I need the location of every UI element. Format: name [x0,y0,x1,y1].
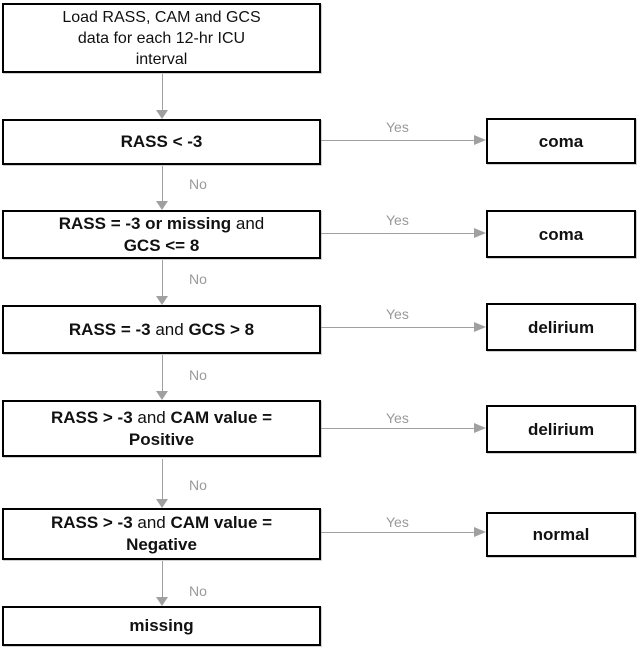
decision-rass-gt-minus3-cam-positive: RASS > -3 and CAM value =Positive [2,400,321,457]
outcome-normal: normal [486,512,636,557]
arrow-d5-to-normal-head-icon [474,527,486,537]
arrow-d5-to-missing-head-icon [156,597,168,606]
node-text-line: Negative [126,535,197,554]
arrow-d1-to-d2-head-icon [156,201,168,210]
node-text-line: missing [129,616,194,635]
node-text-line: Load RASS, CAM and GCS [62,8,261,26]
node-text-line: Positive [128,429,195,449]
node-text-line: RASS > -3 and CAM value = [50,513,273,532]
outcome-delirium-1-label: delirium [527,317,595,337]
yes-label-3: Yes [386,306,409,322]
arrow-d4-to-delirium-head-icon [474,423,486,433]
node-text-line: interval [135,50,188,68]
arrow-d2-to-coma-head-icon [474,228,486,238]
node-text-line: RASS > -3 and CAM value = [50,407,273,427]
node-text-line: RASS = -3 or missing and [58,213,265,233]
outcome-coma-1: coma [486,118,636,164]
decision-rass-gt-minus3-cam-negative: RASS > -3 and CAM value = Negative [2,508,321,560]
arrow-d5-to-normal-line [321,532,474,533]
arrow-d3-to-d4-line [162,355,163,391]
decision-rass-lt-minus3: RASS < -3 [2,119,321,165]
node-text-line: RASS = -3 and GCS > 8 [68,319,255,339]
node-text-line: data for each 12-hr ICU [77,29,246,47]
load-data-box: Load RASS, CAM and GCS data for each 12-h… [2,3,321,73]
no-label-3: No [189,367,207,383]
arrow-d4-to-delirium-line [321,428,474,429]
arrow-d2-to-d3-line [162,260,163,296]
no-label-5: No [189,583,207,599]
no-label-2: No [189,271,207,287]
yes-label-5: Yes [386,514,409,530]
arrow-d4-to-d5-line [162,459,163,499]
arrow-d3-to-d4-head-icon [156,391,168,400]
outcome-delirium-2-label: delirium [527,419,595,439]
arrow-start-to-d1-line [162,74,163,110]
arrow-d1-to-coma-head-icon [474,135,486,145]
outcome-delirium-1: delirium [486,303,636,351]
arrow-d1-to-d2-line [162,166,163,201]
outcome-coma-2: coma [486,210,636,258]
outcome-coma-1-label: coma [538,131,584,151]
node-text-line: RASS < -3 [120,132,203,151]
arrow-d3-to-delirium-line [321,327,474,328]
no-label-4: No [189,477,207,493]
arrow-d1-to-coma-line [321,140,474,141]
outcome-coma-2-label: coma [538,224,584,244]
outcome-delirium-2: delirium [486,405,636,453]
arrow-d5-to-missing-line [162,561,163,597]
yes-label-4: Yes [386,410,409,426]
yes-label-1: Yes [386,119,409,135]
arrow-d4-to-d5-head-icon [156,499,168,508]
node-text-line: GCS <= 8 [123,235,200,255]
decision-rass-minus3-gcs-gt-8: RASS = -3 and GCS > 8 [2,305,321,354]
arrow-d2-to-coma-line [321,233,474,234]
arrow-d3-to-delirium-head-icon [474,322,486,332]
yes-label-2: Yes [386,212,409,228]
outcome-normal-label: normal [532,525,590,544]
arrow-start-to-d1-head-icon [156,110,168,119]
no-label-1: No [189,176,207,192]
outcome-missing-box: missing [2,606,321,646]
arrow-d2-to-d3-head-icon [156,296,168,305]
